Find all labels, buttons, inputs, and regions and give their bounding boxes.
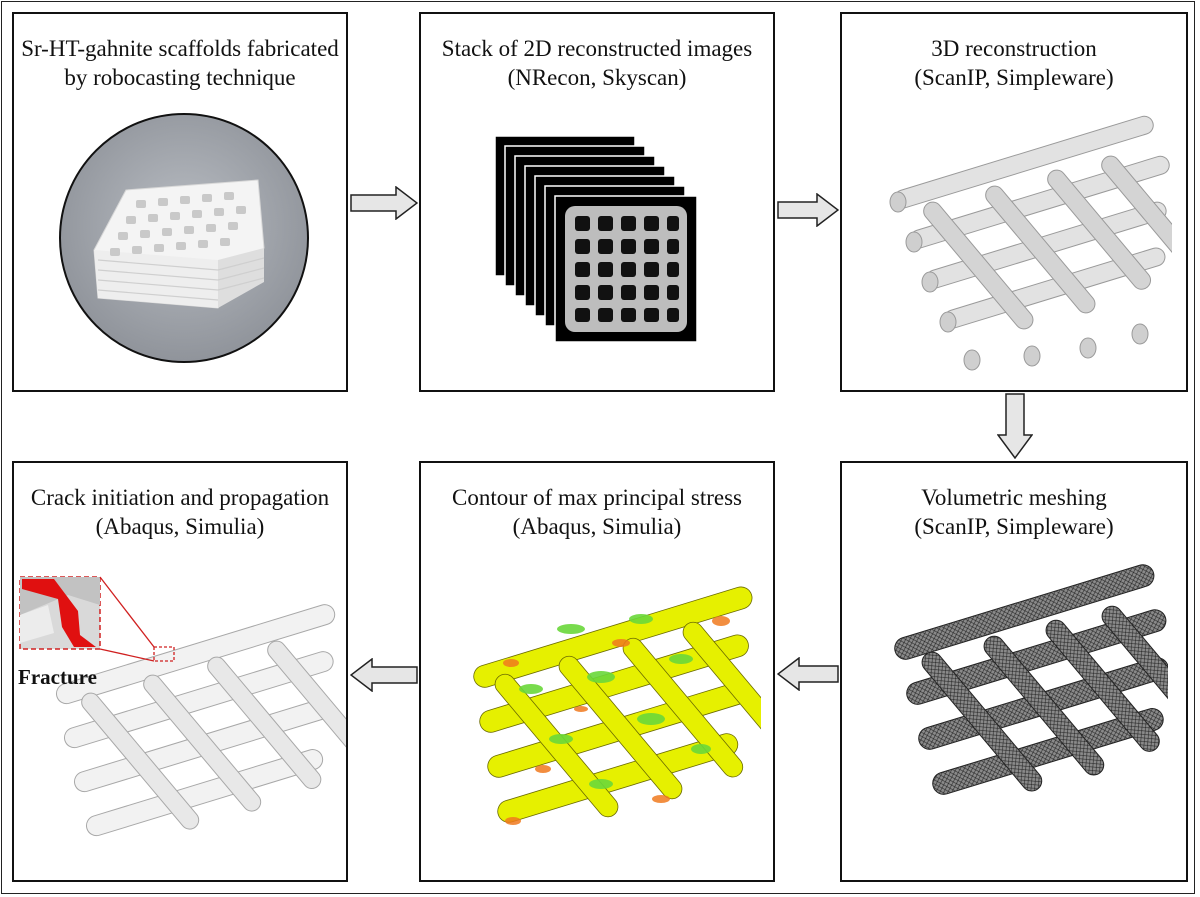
panel-title-line1: 3D reconstruction [931, 36, 1097, 61]
panel-title-line2: by robocasting technique [64, 65, 296, 90]
panel-2d-image-stack: Stack of 2D reconstructed images (NRecon… [419, 12, 775, 392]
meshed-scaffold-render [894, 564, 1168, 795]
down-arrow [997, 393, 1033, 459]
panel-title-line2: (Abaqus, Simulia) [95, 514, 265, 539]
panel-title: Crack initiation and propagation (Abaqus… [14, 483, 346, 541]
panel-title: Contour of max principal stress (Abaqus,… [421, 483, 773, 541]
right-arrow-2 [777, 193, 839, 227]
panel-title: Stack of 2D reconstructed images (NRecon… [421, 34, 773, 92]
panel-robocast-scaffold: Sr-HT-gahnite scaffolds fabricated by ro… [12, 12, 348, 392]
panel-3d-reconstruction: 3D reconstruction (ScanIP, Simpleware) [840, 12, 1188, 392]
crack-scaffold-render [55, 604, 346, 837]
panel-volumetric-meshing: Volumetric meshing (ScanIP, Simpleware) [840, 461, 1188, 882]
panel-title-line1: Sr-HT-gahnite scaffolds fabricated [21, 36, 339, 61]
panel-title-line1: Volumetric meshing [921, 485, 1107, 510]
right-arrow-1 [350, 186, 418, 220]
panel-title-line2: (NRecon, Skyscan) [507, 65, 687, 90]
panel-title-line2: (Abaqus, Simulia) [512, 514, 682, 539]
panel-crack-propagation: Crack initiation and propagation (Abaqus… [12, 461, 348, 882]
fracture-zoom-inset [19, 576, 175, 662]
panel-title-line2: (ScanIP, Simpleware) [914, 514, 1114, 539]
scaffold-photo [59, 113, 309, 363]
fracture-label: Fracture [18, 665, 97, 689]
ct-slice-stack [494, 135, 698, 343]
stress-contour-render [473, 586, 761, 825]
panel-title-line1: Stack of 2D reconstructed images [441, 36, 753, 61]
left-arrow-1 [777, 657, 839, 691]
panel-title-line1: Crack initiation and propagation [30, 485, 330, 510]
panel-title: 3D reconstruction (ScanIP, Simpleware) [842, 34, 1186, 92]
panel-title-line1: Contour of max principal stress [451, 485, 742, 510]
panel-title: Volumetric meshing (ScanIP, Simpleware) [842, 483, 1186, 541]
reconstructed-scaffold-render [889, 115, 1172, 371]
panel-stress-contour: Contour of max principal stress (Abaqus,… [419, 461, 775, 882]
panel-title-line2: (ScanIP, Simpleware) [914, 65, 1114, 90]
panel-title: Sr-HT-gahnite scaffolds fabricated by ro… [14, 34, 346, 92]
left-arrow-2 [350, 658, 418, 692]
